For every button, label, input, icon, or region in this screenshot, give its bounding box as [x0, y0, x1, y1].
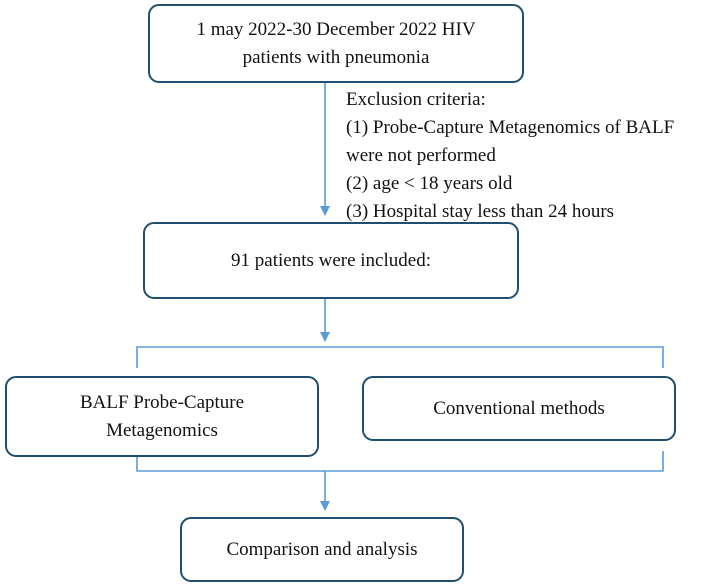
comparison-analysis-box: Comparison and analysis	[180, 517, 464, 582]
exclusion-title: Exclusion criteria:	[346, 89, 486, 110]
included-patients-label: 91 patients were included:	[231, 249, 431, 271]
included-patients-box: 91 patients were included:	[143, 222, 519, 299]
balf-label-line2: Metagenomics	[106, 419, 218, 441]
comparison-analysis-label: Comparison and analysis	[226, 538, 418, 560]
balf-metagenomics-box: BALF Probe-Capture Metagenomics	[5, 376, 319, 457]
exclusion-item: (3) Hospital stay less than 24 hours	[346, 201, 615, 222]
branch-bracket-bottom	[136, 451, 664, 472]
branch-bracket-top	[136, 346, 664, 368]
conventional-methods-label: Conventional methods	[433, 397, 605, 419]
exclusion-item: (1) Probe-Capture Metagenomics of BALF	[346, 117, 675, 138]
exclusion-item: (2) age < 18 years old	[346, 173, 513, 194]
study-period-box: 1 may 2022-30 December 2022 HIV patients…	[148, 4, 524, 83]
conventional-methods-box: Conventional methods	[362, 376, 676, 441]
exclusion-item: were not performed	[346, 145, 496, 166]
study-period-line1: 1 may 2022-30 December 2022 HIV	[196, 18, 476, 40]
balf-label-line1: BALF Probe-Capture	[79, 391, 245, 413]
study-period-line2: patients with pneumonia	[242, 46, 430, 68]
exclusion-criteria: Exclusion criteria: (1) Probe-Capture Me…	[346, 86, 716, 226]
